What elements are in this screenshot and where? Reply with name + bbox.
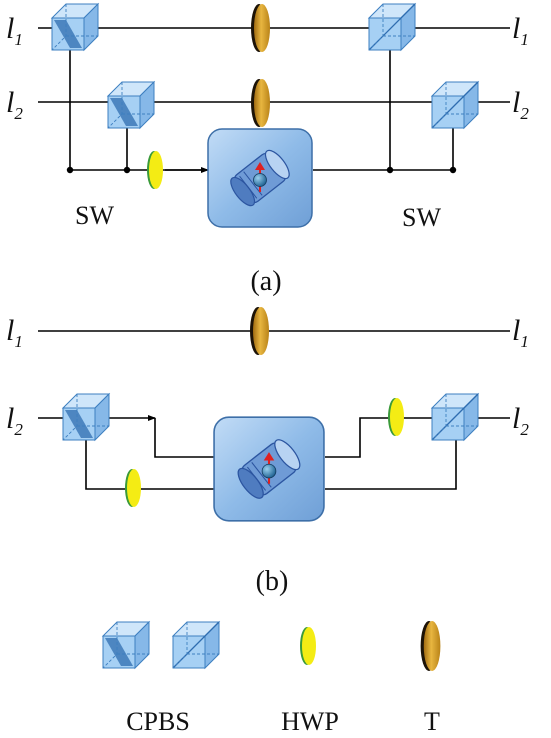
- label-l1-right-a: l1: [512, 12, 529, 49]
- t-plate-a-l2: [251, 79, 270, 127]
- junction-dot: [123, 166, 131, 174]
- cpbs-a-l2-left: [107, 81, 155, 129]
- diagram-b: l1 l1 l2 l2 (b): [6, 307, 529, 597]
- label-l1-right-b: l1: [512, 314, 529, 351]
- cpbs-a-l2-left-b: [62, 393, 110, 441]
- label-l1-left-b: l1: [6, 314, 23, 351]
- lower-route-out-b: [325, 418, 457, 490]
- legend-cpbs-b-icon: [172, 621, 220, 669]
- caption-a: (a): [250, 266, 281, 297]
- cpbs-b-l1-right: [368, 3, 416, 51]
- upper-route-b: [154, 418, 214, 458]
- label-sw-right: SW: [402, 203, 441, 232]
- t-plate-b-l1: [250, 307, 269, 355]
- label-sw-left: SW: [75, 201, 114, 230]
- label-l1-left-a: l1: [6, 12, 23, 49]
- junction-dot: [449, 166, 457, 174]
- t-plate-a-l1: [251, 4, 270, 52]
- junction-dot: [386, 166, 394, 174]
- legend-hwp-icon: [300, 627, 316, 665]
- cavity-b: [212, 416, 326, 522]
- junction-dot: [66, 166, 74, 174]
- hwp-b-lower: [125, 469, 141, 507]
- lower-route-b: [85, 418, 214, 490]
- legend: CPBS HWP T: [102, 621, 441, 736]
- hwp-a: [147, 151, 163, 189]
- legend-cpbs-label: CPBS: [126, 707, 190, 736]
- legend-t-icon: [420, 621, 441, 671]
- hwp-b-right: [388, 398, 404, 436]
- cavity-a: [207, 128, 313, 228]
- label-l2-left-b: l2: [6, 402, 23, 439]
- upper-route-out-b: [325, 417, 510, 458]
- cpbs-b-l2-right-b: [431, 393, 479, 441]
- legend-t-label: T: [424, 707, 440, 736]
- label-l2-left-a: l2: [6, 86, 23, 123]
- legend-hwp-label: HWP: [281, 707, 339, 736]
- legend-cpbs-a-icon: [102, 621, 150, 669]
- label-l2-right-b: l2: [512, 402, 529, 439]
- label-l2-right-a: l2: [512, 86, 529, 123]
- cpbs-a-l1-left: [51, 3, 99, 51]
- caption-b: (b): [256, 566, 289, 597]
- cpbs-b-l2-right: [431, 81, 479, 129]
- diagram-a: l1 l1 l2 l2 SW SW (a): [6, 3, 529, 297]
